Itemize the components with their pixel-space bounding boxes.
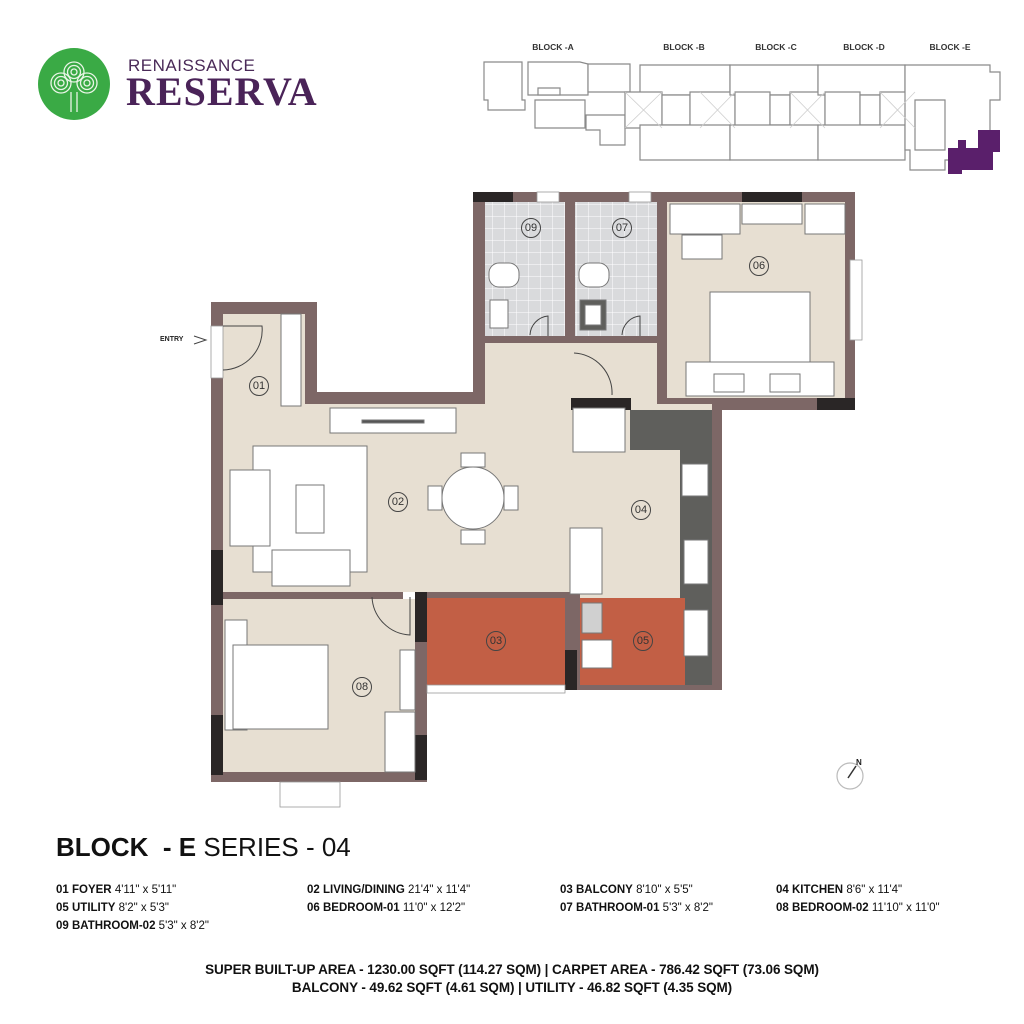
room-marker-05: 05 [633,631,653,651]
title-block-e: - E [162,832,197,862]
legend-item-03: 03 BALCONY 8'10" x 5'5" [560,884,693,896]
legend-item-09: 09 BATHROOM-02 5'3" x 8'2" [56,920,209,932]
room-marker-01: 01 [249,376,269,396]
keyplan-label-block-c: BLOCK -C [755,42,797,52]
room-marker-04: 04 [631,500,651,520]
legend-item-01: 01 FOYER 4'11" x 5'11" [56,884,177,896]
entry-arrow-icon [193,335,208,345]
room-marker-02: 02 [388,492,408,512]
area-summary-line-1: SUPER BUILT-UP AREA - 1230.00 SQFT (114.… [205,962,819,977]
keyplan-label-block-e: BLOCK -E [929,42,971,52]
legend-item-06: 06 BEDROOM-01 11'0" x 12'2" [307,902,466,914]
brand-name-large: RESERVA [126,69,318,114]
compass-north-label: N [856,758,862,767]
keyplan-highlighted-unit [948,130,1000,174]
legend-item-05: 05 UTILITY 8'2" x 5'3" [56,902,169,914]
unit-title: BLOCK - E SERIES - 04 [56,832,351,863]
tree-icon [50,61,98,112]
brand-logo [38,48,110,120]
entry-label: ENTRY [160,336,184,343]
title-block: BLOCK [56,832,149,862]
room-marker-09: 09 [521,218,541,238]
key-plan [483,61,1001,174]
keyplan-label-block-d: BLOCK -D [843,42,885,52]
brand-name-small: RENAISSANCE [128,56,256,75]
legend-item-02: 02 LIVING/DINING 21'4" x 11'4" [307,884,471,896]
title-series: SERIES - 04 [203,832,351,862]
legend-item-04: 04 KITCHEN 8'6" x 11'4" [776,884,903,896]
keyplan-label-block-b: BLOCK -B [663,42,705,52]
area-summary-line-2: BALCONY - 49.62 SQFT (4.61 SQM) | UTILIT… [291,980,733,995]
legend-item-08: 08 BEDROOM-02 11'10" x 11'0" [776,902,940,914]
compass-icon [836,762,864,790]
room-marker-08: 08 [352,677,372,697]
room-marker-06: 06 [749,256,769,276]
room-marker-07: 07 [612,218,632,238]
legend-item-07: 07 BATHROOM-01 5'3" x 8'2" [560,902,713,914]
room-marker-03: 03 [486,631,506,651]
keyplan-label-block-a: BLOCK -A [532,42,574,52]
